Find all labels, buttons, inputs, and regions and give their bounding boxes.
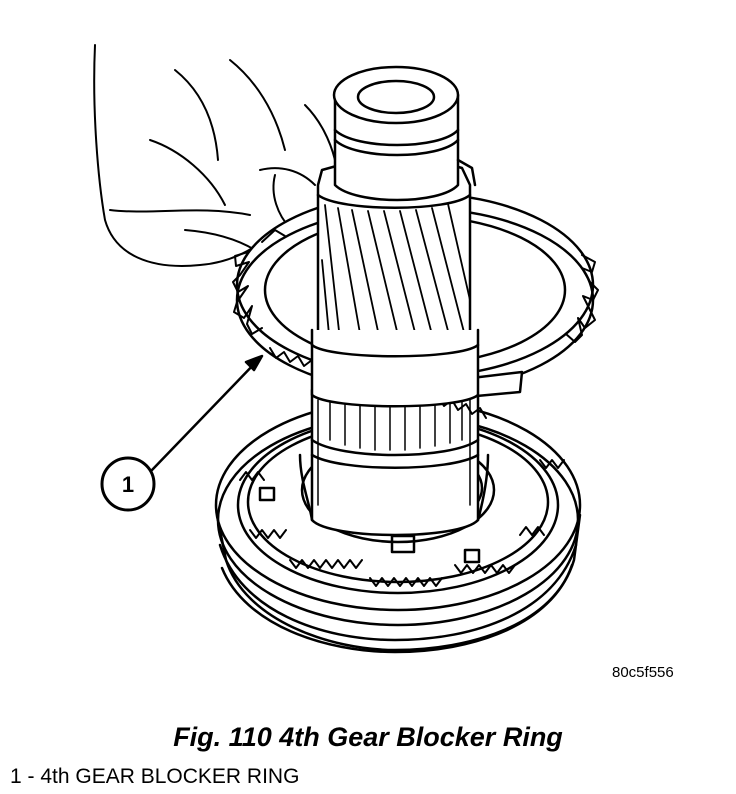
gear-assembly-illustration: 1 xyxy=(93,44,599,654)
legend-separator: - xyxy=(21,765,41,788)
helical-gear xyxy=(310,160,480,408)
hand xyxy=(93,44,336,267)
legend-text: 4th GEAR BLOCKER RING xyxy=(40,765,300,788)
legend-item: 1 - 4th GEAR BLOCKER RING xyxy=(10,765,299,789)
figure-caption: Fig. 110 4th Gear Blocker Ring xyxy=(173,722,563,752)
lower-gear-teeth xyxy=(239,459,565,587)
image-id: 80c5f556 xyxy=(612,664,674,681)
callout-1: 1 xyxy=(100,456,156,512)
callout-leader xyxy=(150,354,264,472)
shaft-top-collar xyxy=(332,65,477,202)
shaft-lower-spline xyxy=(298,388,490,537)
callout-number: 1 xyxy=(122,472,134,497)
legend-number: 1 xyxy=(10,765,22,788)
